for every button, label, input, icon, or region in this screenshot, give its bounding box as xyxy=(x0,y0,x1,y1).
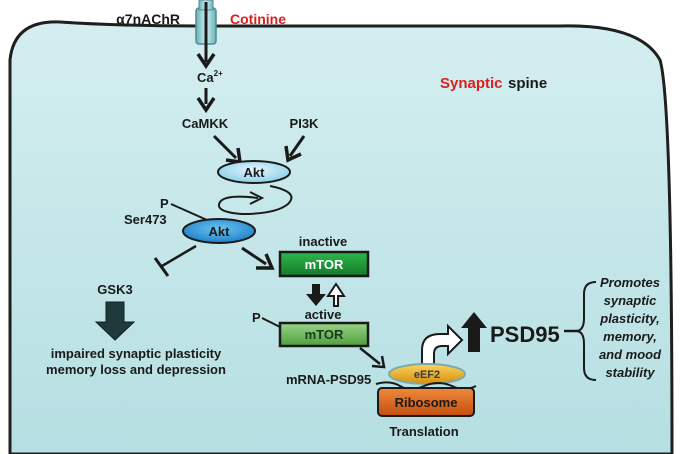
translation-output-arrow xyxy=(421,323,464,365)
compartment-word-synaptic: Synaptic xyxy=(440,75,503,92)
mtor-phospho-p-label: P xyxy=(252,310,261,325)
receptor-label: α7nAChR xyxy=(116,11,180,27)
ribosome-box xyxy=(377,387,475,417)
mtor-deactivation-up-arrow xyxy=(326,282,346,307)
effects-line1: Promotes xyxy=(600,275,660,290)
ca-to-camkk-arrowhead xyxy=(196,97,216,114)
pi3k-to-akt-arrow xyxy=(288,135,306,157)
pi3k-to-akt-arrowhead xyxy=(284,145,302,163)
mtor-to-eef2-arrowhead xyxy=(371,355,386,369)
mtor-to-eef2-arrow xyxy=(359,347,381,365)
camkk-label: CaMKK xyxy=(182,116,229,131)
eef2-label: eEF2 xyxy=(414,369,440,381)
translation-label: Translation xyxy=(389,424,458,439)
psd95-label: PSD95 xyxy=(490,322,560,347)
effects-line6: stability xyxy=(605,365,655,380)
calcium-ion-label: Ca2+ xyxy=(197,69,223,85)
mtor-inactive-state-label: inactive xyxy=(299,234,347,249)
mtor-active-state-label: active xyxy=(305,307,342,322)
gsk3-outcome-line1: impaired synaptic plasticity xyxy=(51,346,222,361)
effects-brace xyxy=(575,281,597,381)
mtor-active-box xyxy=(278,321,370,348)
effects-line2: synaptic xyxy=(604,293,658,308)
akt-inhibits-gsk3-bar xyxy=(153,257,170,277)
effects-line3: plasticity, xyxy=(599,311,659,326)
akt-inactive-label: Akt xyxy=(244,165,266,180)
akt-inactive-node xyxy=(217,160,291,184)
ser473-label: Ser473 xyxy=(124,212,167,227)
akt-to-mtor-arrow xyxy=(241,246,267,266)
akt-to-mtor-arrowhead xyxy=(256,253,275,270)
mrna-psd95-label: mRNA-PSD95 xyxy=(286,372,371,387)
gsk3-outcome-line2: memory loss and depression xyxy=(46,362,226,377)
gsk3-downstream-arrow xyxy=(94,301,136,341)
ribosome-label: Ribosome xyxy=(395,395,458,410)
mtor-inactive-box xyxy=(278,250,370,278)
mtor-active-box-label: mTOR xyxy=(305,327,344,342)
phosphorylation-cycle-arrowhead xyxy=(249,191,265,205)
akt-inhibits-gsk3-line xyxy=(161,244,197,268)
akt-phospho-p-label: P xyxy=(160,196,169,211)
compartment-word-spine: spine xyxy=(508,75,547,92)
psd95-increase-arrow xyxy=(461,312,487,352)
pi3k-label: PI3K xyxy=(290,116,320,131)
mtor-activation-down-arrow xyxy=(306,284,326,306)
effects-line4: memory, xyxy=(603,329,657,344)
mtor-phospho-bond xyxy=(261,317,283,329)
gsk3-label: GSK3 xyxy=(97,282,132,297)
receptor-influx-arrowhead xyxy=(196,53,216,70)
phosphorylation-cycle-arrow xyxy=(218,185,293,216)
effects-line5: and mood xyxy=(599,347,662,362)
camkk-to-akt-arrow xyxy=(212,134,238,160)
mtor-inactive-box-label: mTOR xyxy=(305,257,344,272)
akt-active-node xyxy=(182,218,256,244)
akt-active-label: Akt xyxy=(209,224,231,239)
synaptic-spine-cytoplasm xyxy=(8,20,674,454)
ligand-label: Cotinine xyxy=(230,11,286,27)
